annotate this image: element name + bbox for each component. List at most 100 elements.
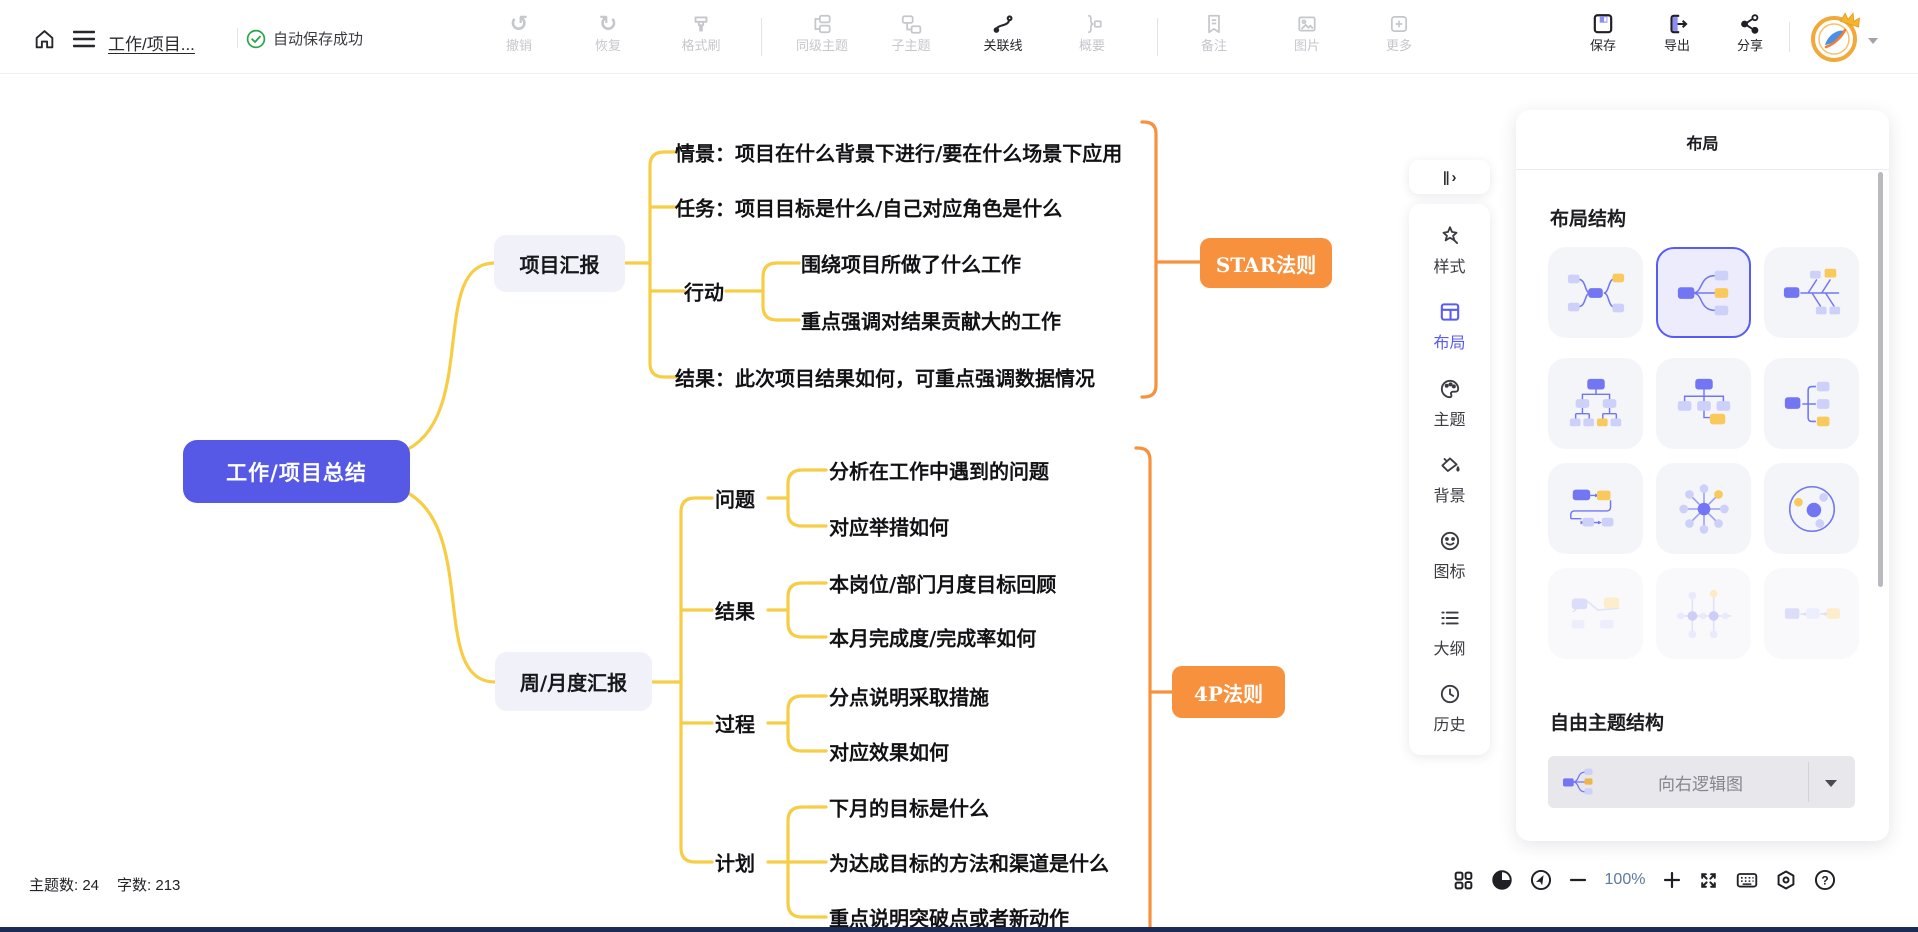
dropdown-value: 向右逻辑图 (1658, 774, 1743, 794)
layout-thumb-bracket-right[interactable] (1764, 358, 1859, 449)
topic-situation[interactable]: 情景：项目在什么背景下进行/要在什么场景下应用 (675, 141, 1123, 166)
top-toolbar: 工作/项目... 自动保存成功 ↺ 撤销 ↻ 恢复 格式刷 同级主题 (0, 0, 1918, 74)
panel-divider (1516, 169, 1889, 170)
summary-button[interactable]: 概要 (1060, 12, 1124, 64)
save-button[interactable]: 保存 (1571, 12, 1635, 64)
layout-thumb-fishbone[interactable] (1764, 247, 1859, 338)
settings-icon[interactable] (1774, 868, 1798, 892)
avatar[interactable] (1808, 10, 1862, 64)
panel-collapse-button[interactable]: ∥ › (1409, 160, 1490, 194)
relation-line-button[interactable]: 关联线 (971, 12, 1035, 64)
layout-thumb-logic-right[interactable] (1656, 247, 1751, 338)
sidebar-item-theme[interactable]: 主题 (1409, 365, 1490, 441)
topic-count: 主题数: 24 (29, 877, 100, 894)
layout-thumb-timeline-snake[interactable] (1548, 463, 1643, 554)
topic-problem-child1[interactable]: 分析在工作中遇到的问题 (829, 459, 1049, 484)
collapse-chevron-icon: › (1451, 168, 1457, 186)
zoom-in-button[interactable] (1662, 870, 1682, 890)
4p-rule-callout[interactable]: 4P法则 (1172, 666, 1285, 718)
home-icon[interactable] (31, 26, 57, 52)
branch1-node[interactable]: 项目汇报 (494, 235, 625, 292)
share-button[interactable]: 分享 (1718, 12, 1782, 64)
topic-process[interactable]: 过程 (715, 712, 755, 737)
sidebar-item-outline[interactable]: 大纲 (1409, 594, 1490, 670)
zoom-level[interactable]: 100% (1604, 871, 1646, 888)
image-button[interactable]: 图片 (1275, 12, 1339, 64)
summary-icon (1081, 12, 1103, 36)
svg-text:?: ? (1821, 873, 1828, 887)
palette-icon (1440, 379, 1459, 398)
sibling-topic-button[interactable]: 同级主题 (790, 12, 854, 64)
topic-result[interactable]: 结果：此次项目结果如何，可重点强调数据情况 (675, 366, 1095, 391)
layout-thumb-node-link-horizontal[interactable] (1656, 568, 1751, 659)
sidebar-item-background[interactable]: 背景 (1409, 441, 1490, 517)
root-node[interactable]: 工作/项目总结 (183, 440, 410, 503)
note-button[interactable]: 备注 (1182, 12, 1246, 64)
zoom-out-button[interactable] (1568, 870, 1588, 890)
topic-action-child2[interactable]: 重点强调对结果贡献大的工作 (801, 309, 1061, 334)
layout-thumb-mindmap-both-sides[interactable] (1548, 247, 1643, 338)
fullscreen-icon[interactable] (1697, 869, 1720, 892)
topic-process-child1[interactable]: 分点说明采取措施 (829, 685, 989, 710)
format-painter-button[interactable]: 格式刷 (669, 12, 733, 64)
document-title[interactable]: 工作/项目... (108, 35, 195, 54)
topic-problem[interactable]: 问题 (715, 487, 755, 512)
avatar-caret-icon[interactable] (1868, 38, 1878, 44)
topic-plan-child2[interactable]: 为达成目标的方法和渠道是什么 (829, 851, 1109, 876)
more-button[interactable]: 更多 (1367, 12, 1431, 64)
child-topic-button[interactable]: 子主题 (879, 12, 943, 64)
child-topic-icon (900, 12, 922, 36)
topic-problem-child2[interactable]: 对应举措如何 (829, 515, 949, 540)
topic-outcome-child1[interactable]: 本岗位/部门月度目标回顾 (829, 572, 1057, 597)
layout-structure-heading: 布局结构 (1550, 209, 1627, 230)
layout-thumb-radial-map[interactable] (1656, 463, 1751, 554)
topic-plan-child3[interactable]: 重点说明突破点或者新动作 (829, 906, 1069, 931)
sidebar-item-history[interactable]: 历史 (1409, 671, 1490, 747)
export-button[interactable]: 导出 (1645, 12, 1709, 64)
sibling-topic-icon (811, 12, 833, 36)
topic-task[interactable]: 任务：项目目标是什么/自己对应角色是什么 (675, 196, 1063, 221)
topic-outcome[interactable]: 结果 (715, 599, 755, 624)
toolbar-separator-2 (1157, 18, 1158, 56)
layout-thumb-org-chart[interactable] (1548, 358, 1643, 449)
redo-icon: ↻ (598, 11, 618, 36)
topic-plan-child1[interactable]: 下月的目标是什么 (829, 796, 989, 821)
crown-icon (1839, 12, 1860, 28)
layout-thumb-bubble-circle[interactable] (1764, 463, 1859, 554)
shortcuts-keyboard-icon[interactable] (1735, 868, 1759, 892)
smiley-icon (1440, 532, 1459, 551)
autosave-status: 自动保存成功 (246, 28, 363, 49)
free-structure-heading: 自由主题结构 (1550, 713, 1665, 734)
collapse-bars-icon: ∥ (1442, 168, 1450, 185)
outline-list-icon (1440, 611, 1459, 625)
header-separator-right (1789, 22, 1790, 52)
layout-thumb-arrow-flow[interactable] (1764, 568, 1859, 659)
magic-wand-icon (1442, 226, 1458, 244)
sidebar-item-layout[interactable]: 布局 (1409, 288, 1490, 364)
topic-action[interactable]: 行动 (684, 280, 724, 305)
sidebar-item-icons[interactable]: 图标 (1409, 518, 1490, 594)
star-rule-callout[interactable]: STAR法则 (1200, 238, 1332, 288)
logic-right-mini-icon (1563, 768, 1593, 795)
menu-icon[interactable] (72, 28, 96, 50)
topic-outcome-child2[interactable]: 本月完成度/完成率如何 (829, 626, 1037, 651)
panel-scrollbar[interactable] (1878, 172, 1883, 587)
drag-mode-icon[interactable] (1490, 868, 1514, 892)
layout-thumb-tree-chart[interactable] (1656, 358, 1751, 449)
locate-center-icon[interactable] (1529, 868, 1553, 892)
history-clock-icon (1440, 685, 1459, 704)
relation-line-icon (992, 12, 1014, 36)
branch2-node[interactable]: 周/月度汇报 (495, 652, 652, 711)
layout-thumb-timeline-peak[interactable] (1548, 568, 1643, 659)
sidebar-item-style[interactable]: 样式 (1409, 212, 1490, 288)
help-icon[interactable]: ? (1813, 868, 1837, 892)
note-icon (1203, 12, 1225, 36)
bottom-edge-strip (0, 927, 1918, 932)
topic-process-child2[interactable]: 对应效果如何 (829, 740, 949, 765)
free-structure-dropdown[interactable]: 向右逻辑图 (1548, 756, 1855, 808)
multi-canvas-icon[interactable] (1452, 869, 1475, 892)
undo-button[interactable]: ↺ 撤销 (505, 11, 532, 53)
redo-button[interactable]: ↻ 恢复 (594, 11, 621, 53)
topic-action-child1[interactable]: 围绕项目所做了什么工作 (801, 252, 1021, 277)
topic-plan[interactable]: 计划 (715, 851, 755, 876)
